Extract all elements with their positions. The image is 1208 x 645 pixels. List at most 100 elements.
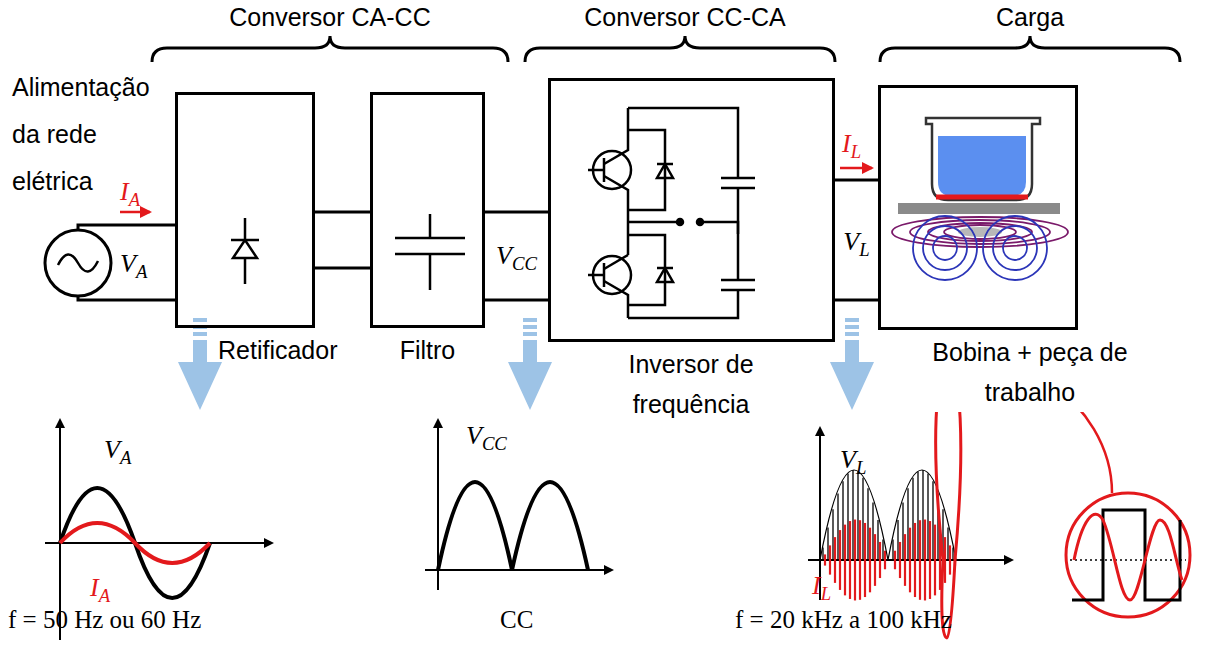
- hf-waveform-graph: [849, 521, 851, 599]
- hf-waveform-graph: [834, 537, 836, 583]
- induction-load: [892, 118, 1068, 280]
- filter-box: Filtro: [370, 92, 485, 328]
- probe-arrow: [193, 332, 207, 336]
- induction-load: [892, 217, 1068, 247]
- hf-waveform-graph: [842, 481, 843, 560]
- signal-label: IA: [120, 176, 140, 209]
- probe-arrow: [178, 318, 874, 410]
- inverter-circuit: [604, 281, 628, 318]
- hf-waveform-graph: [872, 503, 873, 560]
- capacitor-symbol: [395, 214, 465, 290]
- hf-waveform-graph: [852, 470, 853, 560]
- inverter-circuit: [628, 235, 665, 305]
- signal-label: VL: [840, 444, 866, 477]
- box-label: Inversor de frequência: [591, 344, 791, 424]
- hf-waveform-graph: [882, 539, 883, 560]
- hf-waveform-graph: [862, 478, 863, 560]
- inverter-circuit: [657, 268, 673, 282]
- wire-label: VCC: [494, 240, 539, 273]
- hf-waveform-graph: [832, 509, 833, 560]
- hf-waveform-graph: [844, 525, 846, 596]
- current-arrow: [840, 167, 872, 170]
- inverter-circuit: [657, 267, 673, 270]
- inverter-circuit: [588, 274, 604, 277]
- probe-arrow: [523, 332, 537, 336]
- inverter-circuit: [604, 255, 628, 269]
- probe-arrow: [193, 318, 207, 322]
- frequency-note: f = 20 kHz a 100 kHz: [735, 604, 952, 635]
- hf-waveform-graph: [909, 528, 911, 593]
- induction-load: [913, 216, 1047, 280]
- brace: [525, 36, 835, 62]
- ac-waveform-graph: [60, 523, 210, 563]
- hf-waveform-graph: [829, 545, 831, 574]
- hf-waveform-graph: [857, 472, 858, 560]
- dc-waveform-graph: [438, 482, 588, 570]
- inverter-circuit: [721, 289, 755, 292]
- hf-waveform-graph: [927, 473, 928, 560]
- probe-arrow: [845, 318, 859, 322]
- inverter-circuit: [704, 222, 738, 234]
- dc-waveform-graph: [425, 569, 612, 571]
- induction-load: [1003, 236, 1027, 260]
- probe-arrow: [845, 325, 859, 329]
- hf-waveform-graph: [919, 520, 921, 600]
- hf-waveform-graph: [837, 493, 838, 560]
- induction-load: [936, 195, 1028, 200]
- hf-waveform-graph: [879, 542, 881, 578]
- brace: [152, 36, 1180, 62]
- hf-waveform-graph: [854, 520, 856, 601]
- current-arrow: [120, 211, 150, 214]
- inverter-circuit: [628, 221, 676, 224]
- current-arrow: [120, 168, 872, 212]
- signal-label: IL: [842, 128, 861, 161]
- hf-waveform-graph: [924, 520, 926, 601]
- hf-waveform-graph: [827, 527, 828, 560]
- magnified-waveform: [1070, 559, 1186, 561]
- induction-load: [933, 236, 957, 260]
- hf-waveform-graph: [859, 520, 861, 600]
- probe-arrow: [178, 340, 222, 410]
- hf-waveform-graph: [824, 554, 826, 565]
- signal-label: IL: [812, 570, 831, 603]
- signal-label: VCC: [466, 420, 507, 453]
- probe-arrow: [508, 340, 552, 410]
- hf-waveform-graph: [899, 542, 901, 578]
- hf-waveform-graph: [904, 534, 906, 586]
- probe-arrow: [523, 325, 537, 329]
- signal-label: VA: [104, 434, 131, 467]
- hf-waveform-graph: [922, 470, 923, 560]
- source-label: Alimentação da rede elétrica: [12, 64, 177, 205]
- induction-load: [944, 225, 1016, 239]
- induction-load: [938, 136, 1026, 196]
- induction-load: [892, 217, 1068, 247]
- hf-waveform-graph: [917, 472, 918, 560]
- inverter-circuit: [657, 163, 673, 166]
- hf-waveform-graph: [867, 488, 868, 560]
- hf-waveform-graph: [869, 528, 871, 593]
- induction-load: [926, 118, 1040, 200]
- load-box: Bobina + peça de trabalho: [878, 85, 1078, 330]
- ac-source: [58, 254, 98, 271]
- inverter-circuit: [721, 279, 755, 282]
- magnified-waveform: [1074, 514, 1182, 600]
- dc-waveform-graph: [425, 420, 612, 590]
- diode-symbol: [231, 239, 259, 242]
- ac-waveform-graph: [60, 488, 210, 598]
- induction-load: [898, 203, 1060, 214]
- diode-symbol: [231, 218, 259, 284]
- induction-load: [913, 216, 977, 280]
- inverter-circuit: [721, 177, 755, 180]
- inverter-circuit: [628, 130, 665, 210]
- hf-waveform-graph: [894, 551, 896, 570]
- box-label: Retificador: [218, 330, 368, 370]
- hf-waveform-graph: [912, 478, 913, 560]
- magnified-waveform: [1066, 493, 1190, 617]
- wire-connector: [315, 212, 370, 268]
- hf-waveform-graph: [947, 527, 948, 560]
- signal-label: Conversor CA-CC: [229, 2, 430, 33]
- induction-load: [958, 227, 1002, 237]
- probe-arrow: [523, 318, 537, 322]
